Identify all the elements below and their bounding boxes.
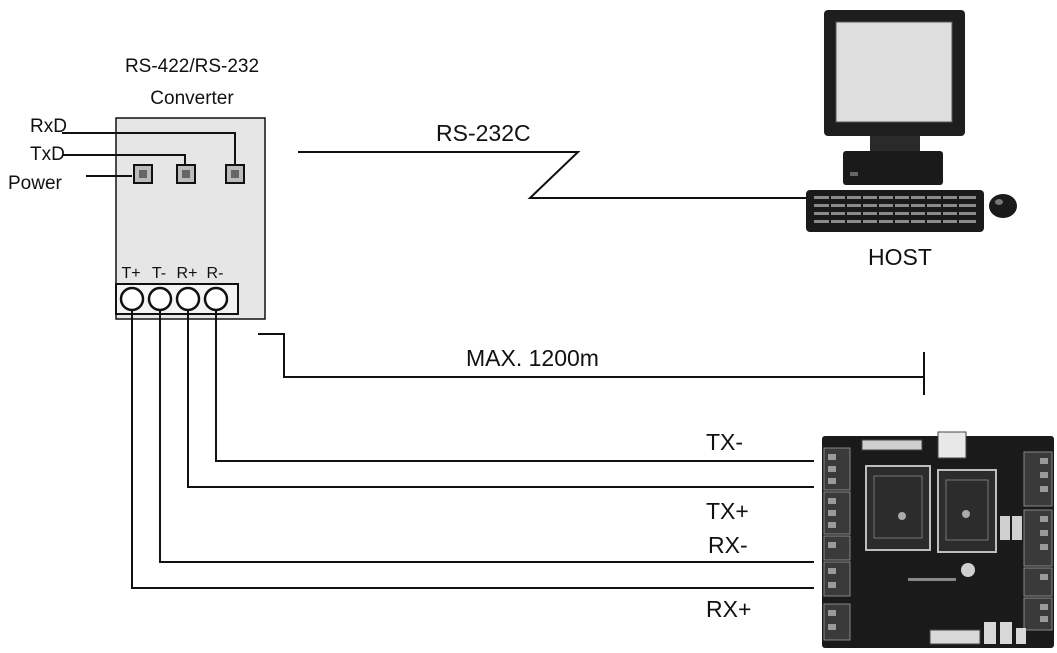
terminal-label-t-minus: T- (152, 265, 166, 282)
terminal-r-minus-icon (203, 286, 229, 312)
txd-lead-line (62, 154, 186, 166)
rs232c-cable (298, 151, 808, 199)
power-label: Power (8, 173, 63, 194)
wires (131, 310, 814, 589)
controller-board-icon (822, 431, 1054, 648)
converter-title-line2: Converter (150, 88, 234, 109)
max-distance-indicator: MAX. 1200m (258, 333, 925, 395)
rxd-label: RxD (30, 116, 67, 137)
rxd-lead-line (62, 132, 236, 166)
rx-minus-label: RX- (708, 532, 748, 558)
txd-label: TxD (30, 144, 65, 165)
converter-title-line1: RS-422/RS-232 (125, 56, 259, 77)
host-label: HOST (868, 244, 932, 270)
wire-rx-minus (159, 310, 814, 563)
terminal-label-r-minus: R- (207, 265, 224, 282)
host-computer-icon (806, 10, 1017, 232)
terminal-t-plus-icon (119, 286, 145, 312)
power-led-icon (133, 164, 153, 184)
wire-tx-minus (215, 310, 814, 462)
rx-plus-label: RX+ (706, 596, 751, 622)
max-distance-label: MAX. 1200m (466, 345, 599, 371)
tx-plus-label: TX+ (706, 498, 749, 524)
terminal-t-minus-icon (147, 286, 173, 312)
tx-minus-label: TX- (706, 429, 743, 455)
terminal-label-t-plus: T+ (121, 265, 140, 282)
rxd-led-icon (225, 164, 245, 184)
wire-rx-plus (131, 310, 814, 589)
converter: RS-422/RS-232 Converter RxD TxD Power T+… (8, 56, 266, 320)
rs232c-link: RS-232C (298, 120, 808, 199)
txd-led-icon (176, 164, 196, 184)
rs232c-label: RS-232C (436, 120, 531, 146)
terminal-r-plus-icon (175, 286, 201, 312)
distance-line (258, 333, 924, 378)
wire-tx-plus (187, 310, 814, 488)
terminal-label-r-plus: R+ (177, 265, 198, 282)
